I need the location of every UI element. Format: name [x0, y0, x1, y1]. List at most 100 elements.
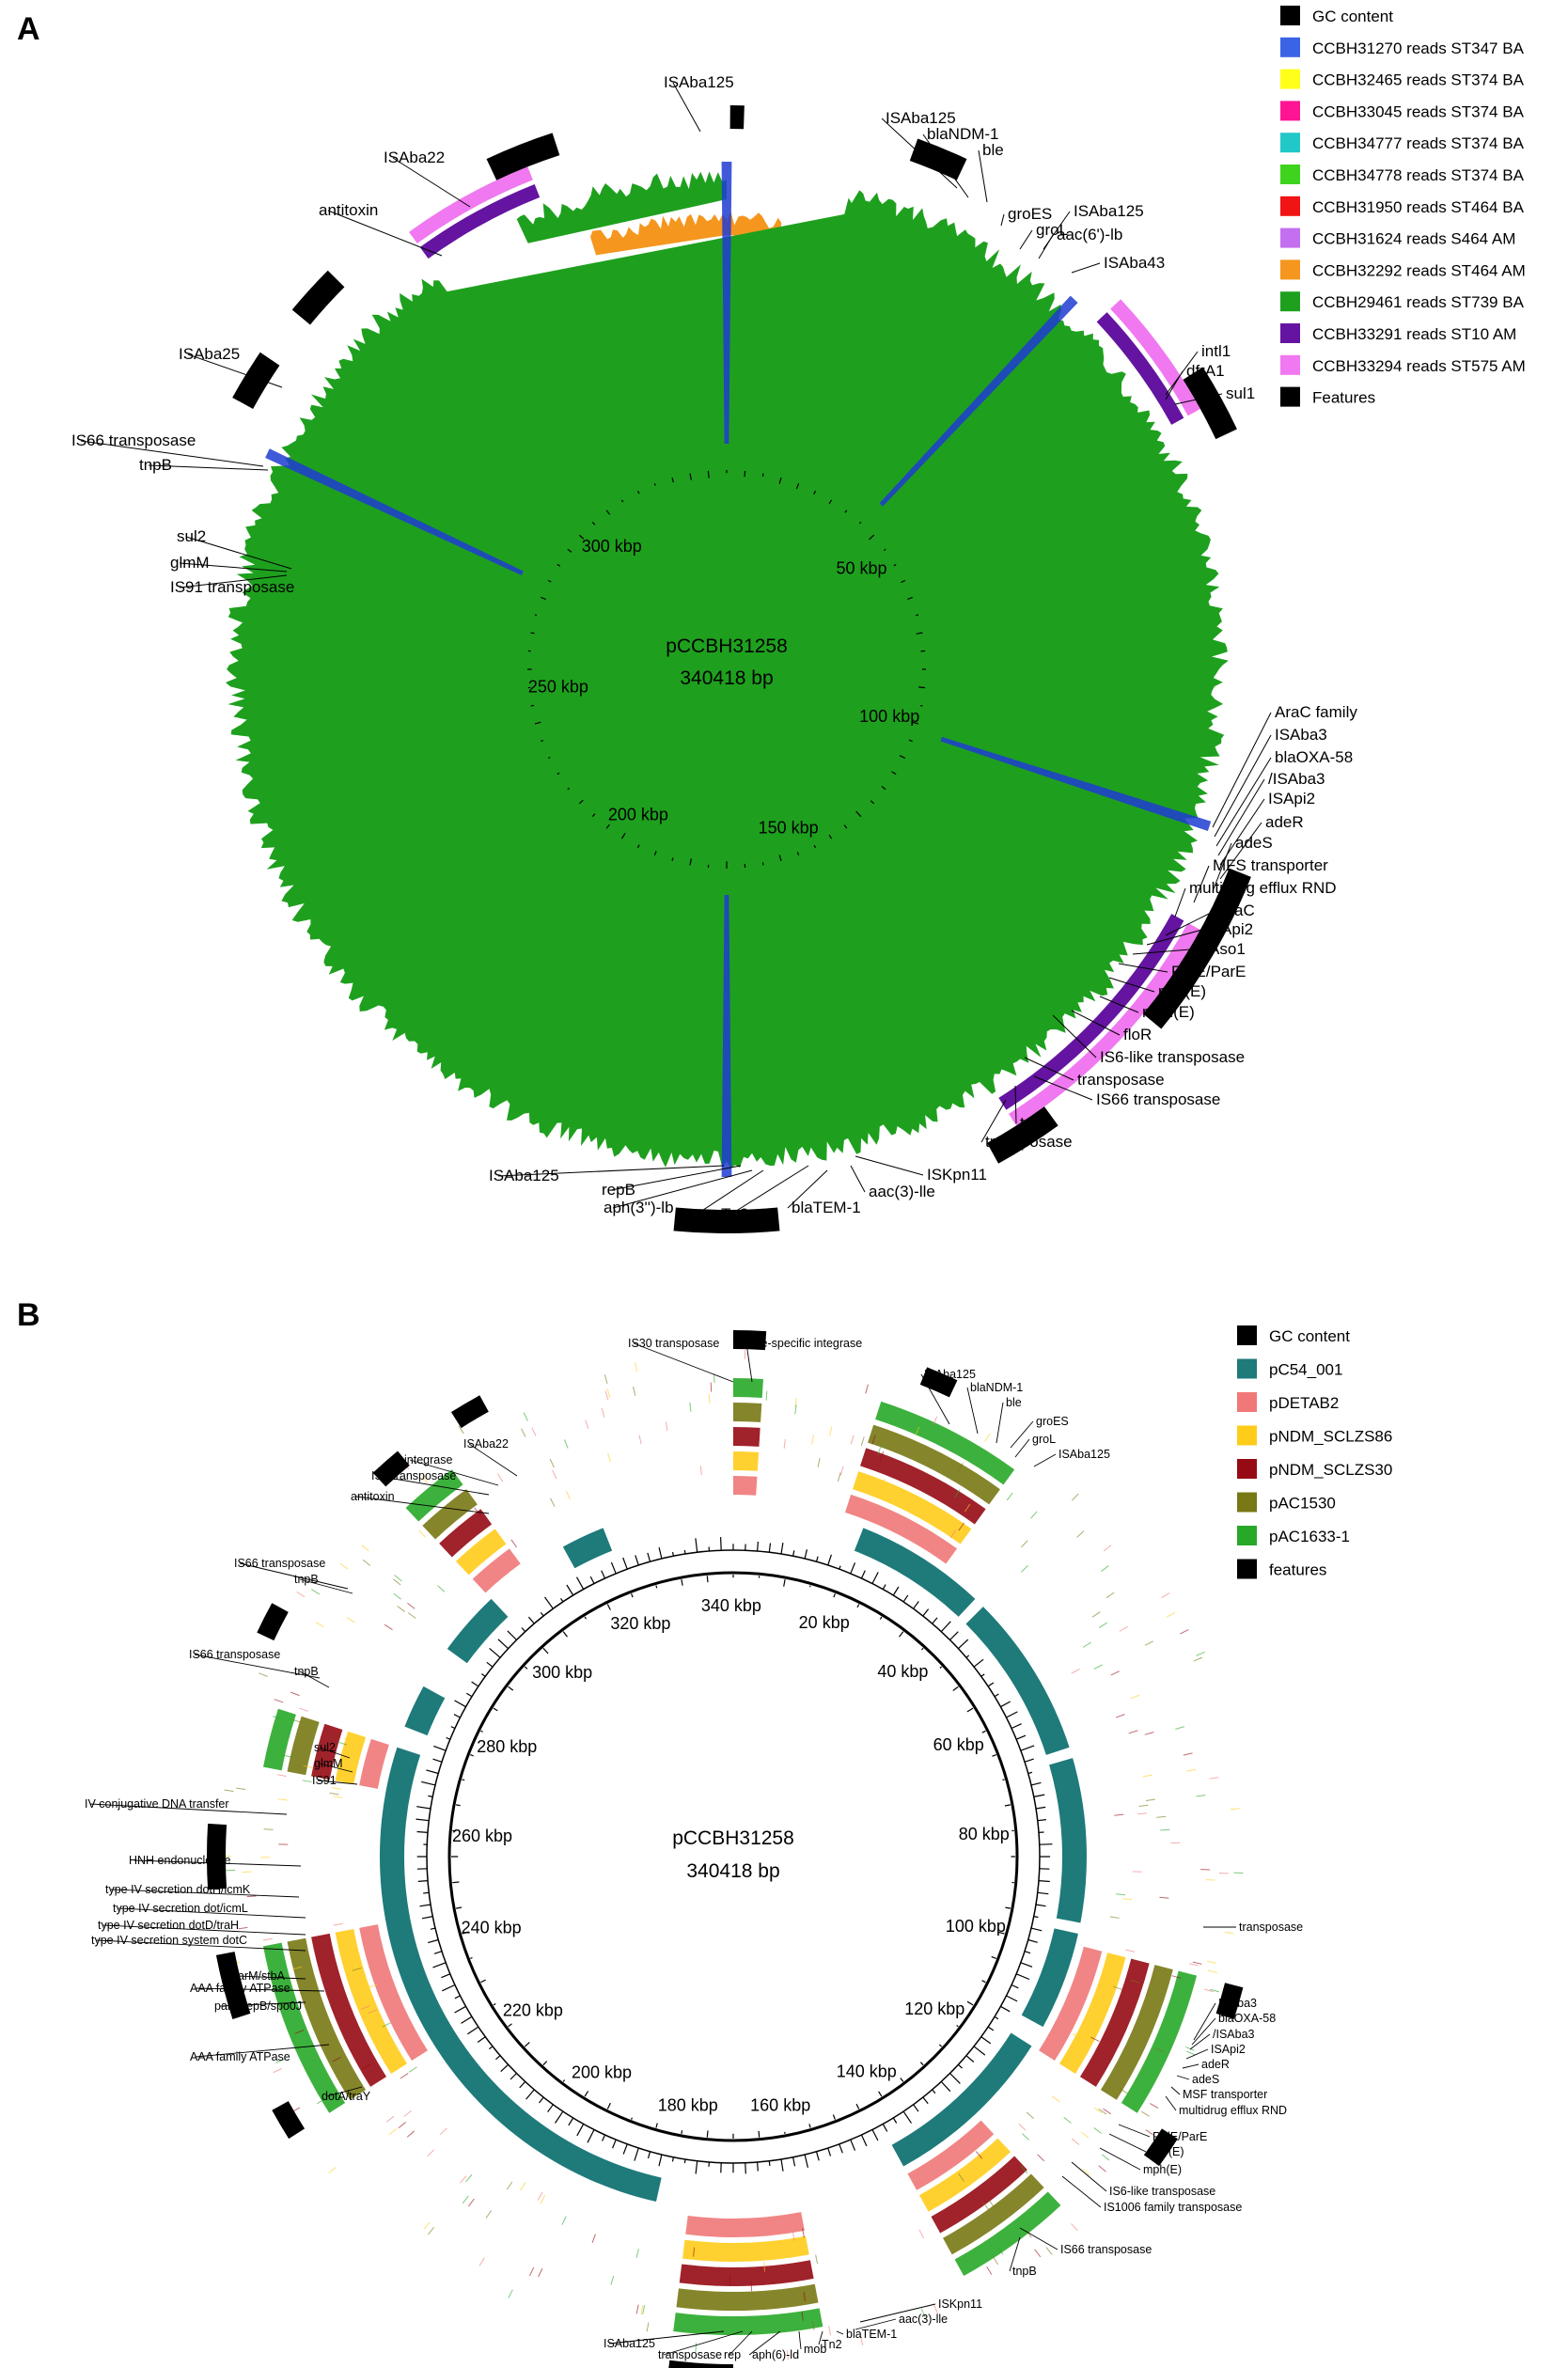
panel-b-leader-line [409, 1459, 499, 1486]
panel-b-hit-mark [465, 2173, 473, 2183]
panel-a-coverage-ring-9 [226, 171, 1229, 1168]
panel-b-leader-line [1176, 2075, 1190, 2080]
panel-b-leader-line [1010, 1420, 1034, 1449]
panel-b-leader-line [1108, 2133, 1147, 2153]
panel-b-hit-mark [1186, 2050, 1196, 2056]
panel-b-hit-mark [302, 1780, 312, 1783]
panel-b-block-7-2 [439, 1509, 493, 1558]
panel-a-legend-label: GC content [1312, 8, 1393, 25]
panel-b-hit-mark [986, 2266, 993, 2275]
panel-b-block-1-2 [1079, 1958, 1150, 2087]
panel-b-leader-line [1170, 2086, 1181, 2095]
panel-b-hit-mark [224, 1789, 234, 1792]
panel-b-hit-mark [880, 1479, 886, 1488]
panel-b-legend-label: pAC1530 [1269, 1495, 1336, 1513]
panel-b-annotation-label: mph(E) [1143, 2163, 1182, 2176]
panel-b-block-2-1 [919, 2138, 1011, 2212]
panel-a-legend-swatch [1280, 165, 1300, 184]
panel-b-tick-label: 160 kbp [750, 2095, 810, 2114]
panel-b-hit-mark [460, 2175, 467, 2184]
panel-b-hit-mark [521, 1428, 526, 1437]
panel-b-hit-mark [273, 2068, 282, 2074]
panel-b-legend-label: pC54_001 [1269, 1361, 1342, 1379]
panel-a-annotation-label: Tn2 [721, 1205, 748, 1223]
panel-b-block-0-1 [853, 1471, 972, 1545]
panel-a-leader-line [1174, 393, 1223, 405]
panel-b-leader-line [1165, 2095, 1177, 2111]
panel-b-hit-mark [1030, 1511, 1038, 1519]
panel-b-hit-mark [1103, 1545, 1112, 1552]
panel-a-fragment-1-0 [1096, 312, 1184, 425]
panel-b-hit-mark [540, 2195, 546, 2204]
panel-b-block-2-3 [943, 2173, 1044, 2255]
panel-b-leader-line [195, 2044, 330, 2058]
panel-b-annotation-label: AAA family ATPase [190, 1982, 290, 1995]
panel-b-pC54-arc-0 [854, 1528, 976, 1617]
panel-b-hit-mark [877, 1446, 882, 1456]
panel-a-legend-swatch [1280, 323, 1300, 343]
panel-b-hit-mark [1114, 1813, 1124, 1816]
panel-b-hit-mark [606, 1388, 611, 1399]
panel-b-pC54-arc-5 [379, 1747, 662, 2202]
panel-b-hit-mark [792, 2231, 795, 2241]
panel-b-hit-mark [591, 2234, 596, 2244]
panel-a-legend-swatch [1280, 6, 1300, 25]
panel-b-leader-line [729, 2330, 753, 2356]
panel-b-hit-mark [296, 1592, 306, 1598]
panel-b-hit-mark [1071, 2138, 1080, 2145]
panel-b-hit-mark [1080, 2131, 1090, 2139]
panel-b-leader-line [299, 1670, 330, 1688]
panel-b-leader-line [110, 1889, 300, 1898]
panel-b-block-4-0 [359, 1924, 428, 2062]
panel-b-hit-mark [332, 2056, 341, 2062]
panel-b-legend-label: features [1269, 1561, 1326, 1579]
panel-a-annotation-label: AraC [1218, 902, 1255, 919]
panel-a-leader-line [497, 1165, 725, 1177]
panel-b-annotation-label: ISKpn11 [938, 2297, 982, 2311]
panel-b-hit-mark [1196, 1651, 1205, 1656]
panel-b-hit-mark [1209, 1988, 1219, 1993]
panel-b-legend-label: GC content [1269, 1327, 1350, 1345]
panel-b-leader-line [608, 2330, 725, 2344]
panel-a-feature-block-1 [909, 138, 967, 180]
panel-b-hit-mark [817, 1457, 821, 1467]
panel-b-hit-mark [984, 1433, 991, 1442]
panel-b-annotation-label: IS1 transposase [371, 1469, 456, 1482]
panel-b-leader-line [239, 1562, 349, 1590]
panel-a-legend-swatch [1280, 196, 1300, 216]
panel-b-hit-mark [462, 2195, 469, 2204]
panel-b-annotation-label: Tn2 [822, 2338, 842, 2351]
panel-b-leader-line [89, 1803, 288, 1815]
panel-b-hit-mark [964, 1503, 971, 1513]
panel-a-annotation-label: ISAba3 [1275, 726, 1327, 744]
panel-b-annotation-label: adeR [1201, 2058, 1230, 2071]
panel-b-hit-mark [398, 2122, 406, 2129]
panel-b-tick-label: 340 kbp [701, 1596, 761, 1615]
panel-b-leader-line [798, 2330, 802, 2350]
panel-a-leader-line [610, 1165, 742, 1191]
panel-a-fragment-1-1 [1110, 299, 1200, 416]
panel-a-plasmid-name: pCCBH31258 [666, 635, 788, 657]
panel-b-block-2-4 [954, 2191, 1061, 2277]
panel-a-annotation-label: transposase [985, 1133, 1073, 1151]
panel-a-blue-band-4 [940, 736, 1212, 831]
panel-b-hit-mark [485, 2210, 493, 2219]
panel-b-hit-mark [292, 1966, 303, 1970]
panel-a-legend-label: CCBH32465 reads ST374 BA [1312, 71, 1525, 89]
panel-b-legend-label: pAC1633-1 [1269, 1528, 1350, 1545]
panel-b-block-4-3 [287, 1937, 367, 2100]
panel-b-annotation-label: parM/stbA [231, 1969, 286, 1983]
panel-a-fragment-2-0 [419, 183, 541, 259]
panel-b-letter: B [17, 1297, 40, 1333]
panel-b-block-5-4 [263, 1708, 296, 1771]
panel-a-leader-line [1146, 929, 1203, 946]
panel-a-inner-ticks [527, 470, 926, 869]
panel-b-hit-mark [299, 1707, 309, 1712]
panel-b-hit-mark [879, 1451, 885, 1461]
panel-b-annotation-label: /ISAba3 [1213, 2028, 1255, 2041]
panel-b-hit-mark [276, 1774, 287, 1777]
panel-b-hit-mark [988, 2200, 996, 2208]
panel-b-hit-mark [992, 2256, 999, 2266]
